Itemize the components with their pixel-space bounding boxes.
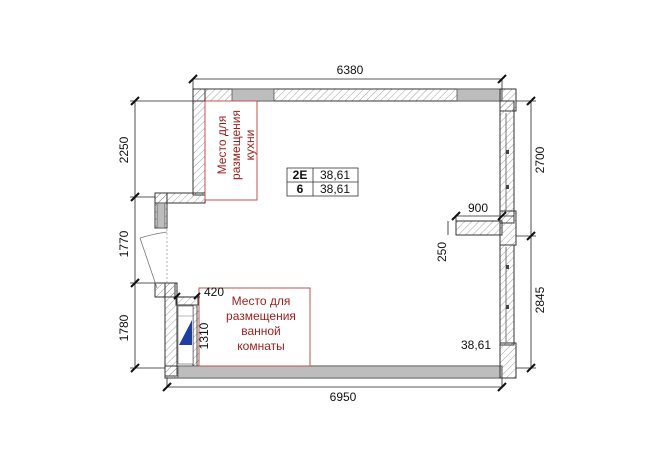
- wall-bottom-solid: [177, 365, 503, 379]
- bathroom-label-line-2: размещения: [226, 309, 296, 323]
- dimension-bottom: 6950: [162, 378, 507, 404]
- dimension-notch: 900 250: [435, 201, 514, 262]
- wall-left-upper: [192, 88, 206, 196]
- area-label: 38,61: [461, 338, 491, 352]
- window-mark: [506, 150, 509, 154]
- window-top-right: [456, 88, 503, 102]
- dimension-bottom-label: 6950: [330, 390, 357, 404]
- wall-right-lower: [499, 244, 515, 346]
- bathroom-label: Место для размещения ванной комнаты: [226, 294, 296, 353]
- dimension-bath-width-label: 420: [204, 285, 224, 299]
- entrance-door: [139, 229, 168, 289]
- kitchen-zone-outline: [204, 100, 258, 201]
- dimension-bath: 420 1310: [173, 285, 224, 366]
- bathroom-label-line-1: Место для: [232, 294, 291, 308]
- kitchen-label-line-2: размещения: [229, 110, 243, 180]
- kitchen-label: Место для размещения кухни: [215, 110, 257, 180]
- info-table-value-2: 38,61: [320, 182, 350, 196]
- dimension-right-upper-label: 2700: [533, 146, 547, 173]
- dimension-top: 6380: [188, 63, 507, 89]
- bathroom-zone-outline: [198, 287, 311, 367]
- dimension-left-middle-label: 1770: [117, 230, 131, 257]
- dimension-left-lower-label: 1780: [117, 314, 131, 341]
- info-table-code-1: 2E: [293, 168, 308, 182]
- kitchen-label-line-3: кухни: [243, 130, 257, 161]
- dimension-left: 2250 1770 1780: [117, 96, 193, 373]
- dimension-left-upper-label: 2250: [117, 136, 131, 163]
- wall-corner-bottom-right: [499, 342, 517, 379]
- fixture-icon: [179, 320, 192, 345]
- dimension-right-lower-label: 2845: [533, 286, 547, 313]
- kitchen-label-line-1: Место для: [215, 116, 229, 175]
- walls: [154, 88, 517, 379]
- dimension-notch-width-label: 900: [468, 201, 488, 215]
- info-table: 2E 38,61 6 38,61: [286, 167, 359, 197]
- wall-right-upper: [499, 100, 515, 224]
- bathroom-fixture: [177, 305, 194, 365]
- window-mark: [506, 305, 509, 309]
- dimension-top-label: 6380: [337, 63, 364, 77]
- wall-right-notch: [455, 220, 503, 236]
- dimension-bath-depth-label: 1310: [197, 322, 211, 349]
- bathroom-label-line-3: ванной: [241, 324, 281, 338]
- window-mark: [506, 265, 509, 269]
- bathroom-label-line-4: комнаты: [237, 339, 284, 353]
- window-mark: [506, 185, 509, 189]
- info-table-value-1: 38,61: [320, 168, 350, 182]
- dimension-right: 2700 2845: [516, 96, 547, 373]
- dimension-notch-depth-label: 250: [435, 242, 449, 262]
- window-top-left: [231, 88, 275, 102]
- info-table-code-2: 6: [297, 182, 304, 196]
- wall-left-solid: [156, 202, 166, 229]
